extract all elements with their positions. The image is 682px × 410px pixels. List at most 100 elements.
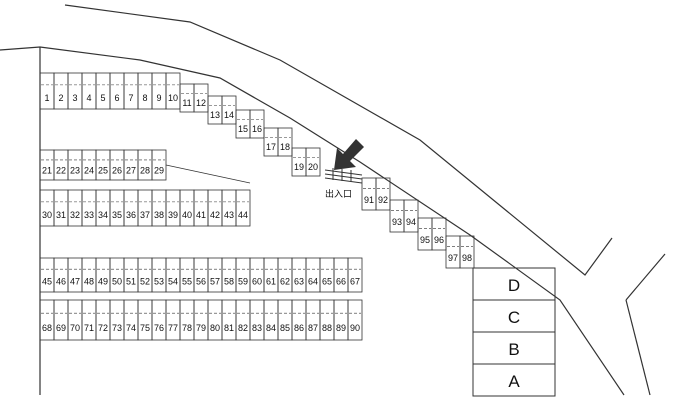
- stall-78-outline: [179, 299, 195, 341]
- stall-58-label: 58: [224, 277, 234, 287]
- stall-44-outline: [235, 189, 251, 227]
- stall-63: 63: [291, 257, 307, 293]
- stall-76-label: 76: [154, 323, 164, 333]
- zone-a: A: [472, 363, 556, 397]
- stall-49: 49: [95, 257, 111, 293]
- stall-8: 8: [137, 72, 153, 110]
- stall-82-label: 82: [238, 323, 248, 333]
- stall-56-outline: [193, 257, 209, 293]
- zone-b: B: [472, 331, 556, 365]
- road-right-edge-lower: [625, 299, 651, 396]
- stall-57-label: 57: [210, 277, 220, 287]
- stall-18: 18: [277, 127, 293, 157]
- stall-81-outline: [221, 299, 237, 341]
- stall-79-label: 79: [196, 323, 206, 333]
- stall-8-outline: [137, 72, 153, 110]
- stall-19-label: 19: [294, 162, 304, 172]
- entrance-label: 出入口: [325, 188, 352, 200]
- stall-55-label: 55: [182, 277, 192, 287]
- stall-42-outline: [207, 189, 223, 227]
- stall-76: 76: [151, 299, 167, 341]
- stall-33-outline: [81, 189, 97, 227]
- stall-68-outline: [39, 299, 55, 341]
- stall-28-label: 28: [140, 165, 150, 175]
- stall-60: 60: [249, 257, 265, 293]
- stall-72-outline: [95, 299, 111, 341]
- stall-35-outline: [109, 189, 125, 227]
- stall-2-outline: [53, 72, 69, 110]
- stall-63-outline: [291, 257, 307, 293]
- stall-42: 42: [207, 189, 223, 227]
- stall-59-label: 59: [238, 277, 248, 287]
- stall-18-outline: [277, 127, 293, 157]
- stall-6-label: 6: [114, 93, 119, 103]
- stall-53-outline: [151, 257, 167, 293]
- stall-52: 52: [137, 257, 153, 293]
- stall-65: 65: [319, 257, 335, 293]
- stall-48: 48: [81, 257, 97, 293]
- stall-34-label: 34: [98, 210, 108, 220]
- stall-50: 50: [109, 257, 125, 293]
- stall-44-label: 44: [238, 210, 248, 220]
- stall-20: 20: [305, 147, 321, 177]
- stall-9-outline: [151, 72, 167, 110]
- road-right-edge: [625, 253, 666, 301]
- stall-9: 9: [151, 72, 167, 110]
- stall-94-outline: [403, 199, 419, 233]
- stall-46-label: 46: [56, 277, 66, 287]
- stall-3: 3: [67, 72, 83, 110]
- stall-93: 93: [389, 199, 405, 233]
- stall-47: 47: [67, 257, 83, 293]
- stall-46: 46: [53, 257, 69, 293]
- row-21-29-cap: [165, 164, 251, 184]
- stall-92-label: 92: [378, 195, 388, 205]
- stall-85-label: 85: [280, 323, 290, 333]
- stall-76-outline: [151, 299, 167, 341]
- stall-51-label: 51: [126, 277, 136, 287]
- stall-94: 94: [403, 199, 419, 233]
- stall-23-label: 23: [70, 165, 80, 175]
- stall-18-label: 18: [280, 142, 290, 152]
- stall-83-label: 83: [252, 323, 262, 333]
- stall-62-label: 62: [280, 277, 290, 287]
- stall-34: 34: [95, 189, 111, 227]
- stall-86-outline: [291, 299, 307, 341]
- stall-66-outline: [333, 257, 349, 293]
- stall-51-outline: [123, 257, 139, 293]
- stall-32-label: 32: [70, 210, 80, 220]
- stall-60-label: 60: [252, 277, 262, 287]
- stall-69-label: 69: [56, 323, 66, 333]
- stall-16-outline: [249, 109, 265, 139]
- stall-2-label: 2: [58, 93, 63, 103]
- stall-40-label: 40: [182, 210, 192, 220]
- stall-11-label: 11: [182, 98, 191, 108]
- stall-85-outline: [277, 299, 293, 341]
- stall-6-outline: [109, 72, 125, 110]
- stall-45-outline: [39, 257, 55, 293]
- stall-49-label: 49: [98, 277, 108, 287]
- stall-29-label: 29: [154, 165, 164, 175]
- stall-84-outline: [263, 299, 279, 341]
- stall-8-label: 8: [142, 93, 147, 103]
- stall-98-label: 98: [462, 253, 472, 263]
- stall-33-label: 33: [84, 210, 94, 220]
- stall-67-outline: [347, 257, 363, 293]
- stall-96: 96: [431, 217, 447, 251]
- stall-89: 89: [333, 299, 349, 341]
- stall-50-label: 50: [112, 277, 122, 287]
- stall-36-outline: [123, 189, 139, 227]
- stall-59-outline: [235, 257, 251, 293]
- stall-75: 75: [137, 299, 153, 341]
- stall-39-label: 39: [168, 210, 178, 220]
- stall-39: 39: [165, 189, 181, 227]
- stall-17: 17: [263, 127, 279, 157]
- stall-27-label: 27: [126, 165, 136, 175]
- stall-4: 4: [81, 72, 97, 110]
- stall-25: 25: [95, 149, 111, 181]
- stall-55-outline: [179, 257, 195, 293]
- zone-b-label: B: [508, 340, 519, 359]
- stall-4-outline: [81, 72, 97, 110]
- stall-72: 72: [95, 299, 111, 341]
- stall-12-label: 12: [196, 98, 206, 108]
- stall-70-label: 70: [70, 323, 80, 333]
